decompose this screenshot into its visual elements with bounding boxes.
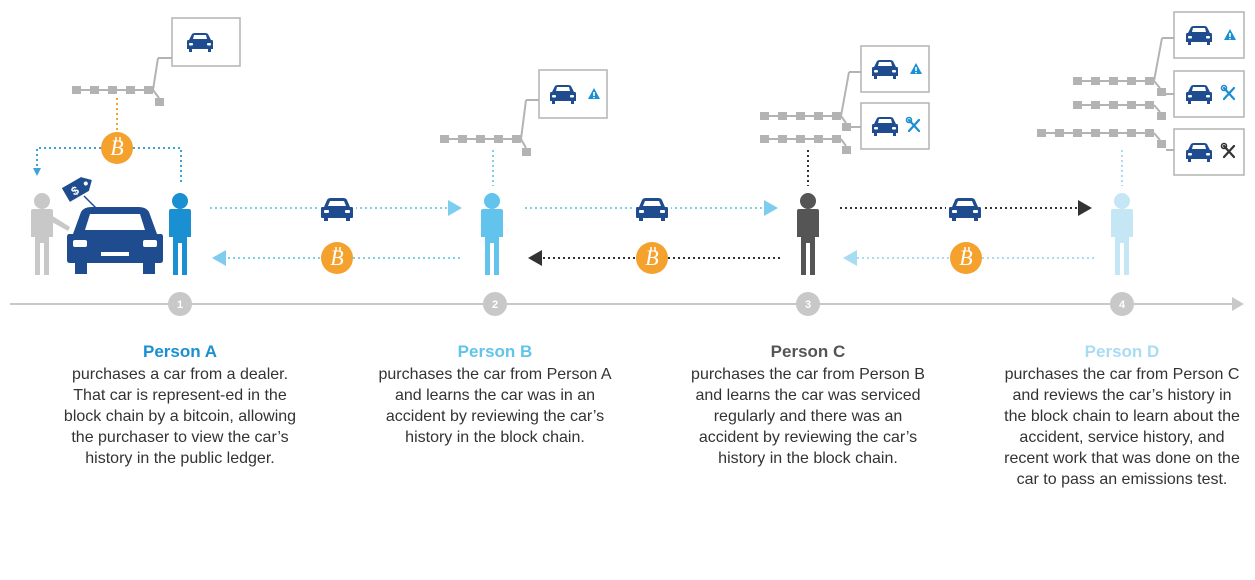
bitcoin-icon [320,241,354,275]
step-marker-1: 1 [168,292,192,316]
step-marker-4: 4 [1110,292,1134,316]
person-b-figure [481,193,503,275]
transfer-lines-a [36,147,182,182]
step-number: 1 [177,299,183,311]
person-b-title: Person B [457,342,533,361]
step-number: 3 [805,299,811,311]
car-record-card-c-accident [860,45,930,93]
person-c-title: Person C [770,342,846,361]
person-a-figure [169,193,191,275]
car-record-card-b [538,69,608,119]
car-record-card-a [171,17,241,67]
person-a-description: purchases a car from a dealer. That car … [63,366,297,467]
timeline-axis [10,297,1244,311]
step-marker-2: 2 [483,292,507,316]
car-record-card-d-emissions [1173,128,1245,176]
car-record-card-c-service [860,102,930,150]
dealer-car-icon [67,207,163,274]
bitcoin-icon [949,241,983,275]
person-d-title: Person D [1084,342,1160,361]
block-chain-a [72,57,174,106]
step-marker-3: 3 [796,292,820,316]
arrow-head [33,168,41,176]
block-chain-d [1037,37,1175,151]
price-tag-icon: $ [61,177,92,202]
dealer-scene: $ [31,177,163,275]
car-record-card-d-accident [1173,11,1245,59]
bitcoin-icon [635,241,669,275]
person-c-description: purchases the car from Person B and lear… [691,366,925,467]
person-d-description: purchases the car from Person C and revi… [1004,366,1240,488]
block-chain-c [760,71,862,154]
bitcoin-icon [100,131,134,165]
dealer-person-icon [31,193,70,275]
person-d-figure [1111,193,1133,275]
car-record-card-d-service [1173,70,1245,118]
person-c-figure [797,193,819,275]
step-number: 4 [1119,299,1126,311]
person-a-title: Person A [142,342,217,361]
step-number: 2 [492,299,498,311]
person-b-description: purchases the car from Person A and lear… [378,366,612,446]
block-chain-b [440,99,540,156]
